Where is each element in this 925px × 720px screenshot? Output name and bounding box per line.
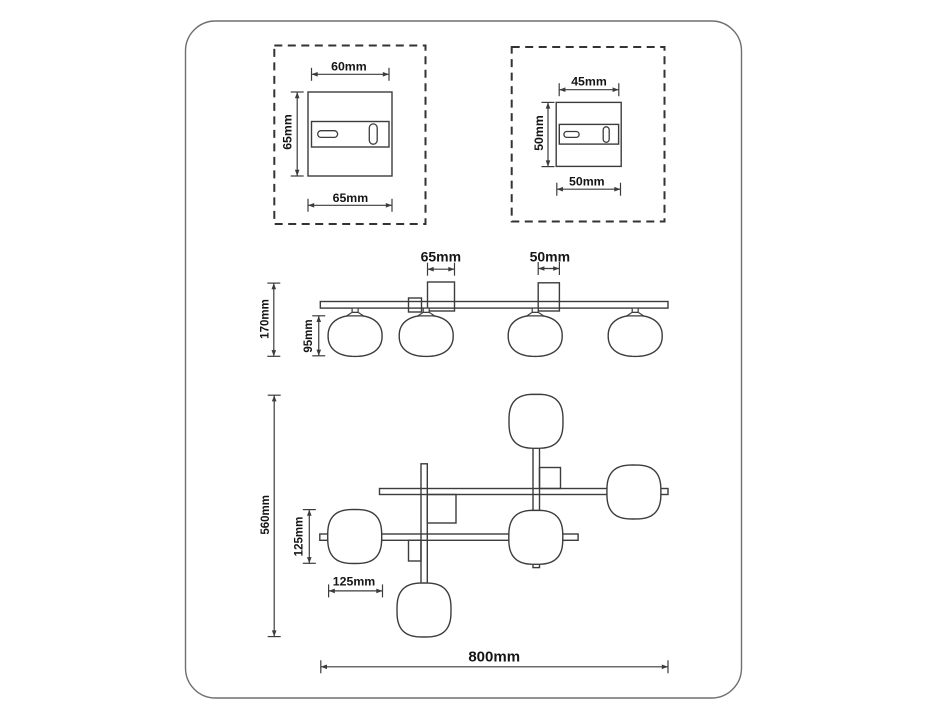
svg-text:125mm: 125mm	[294, 517, 306, 557]
svg-text:125mm: 125mm	[333, 575, 375, 589]
svg-text:65mm: 65mm	[333, 191, 369, 205]
svg-text:170mm: 170mm	[260, 299, 272, 339]
svg-text:800mm: 800mm	[468, 649, 520, 666]
svg-text:50mm: 50mm	[532, 115, 546, 151]
svg-text:60mm: 60mm	[331, 59, 367, 73]
svg-text:560mm: 560mm	[260, 495, 272, 535]
svg-text:50mm: 50mm	[530, 248, 570, 264]
svg-text:50mm: 50mm	[569, 175, 605, 189]
svg-text:65mm: 65mm	[421, 248, 461, 264]
svg-text:45mm: 45mm	[571, 75, 607, 89]
svg-text:65mm: 65mm	[281, 114, 295, 150]
svg-text:95mm: 95mm	[303, 319, 315, 352]
